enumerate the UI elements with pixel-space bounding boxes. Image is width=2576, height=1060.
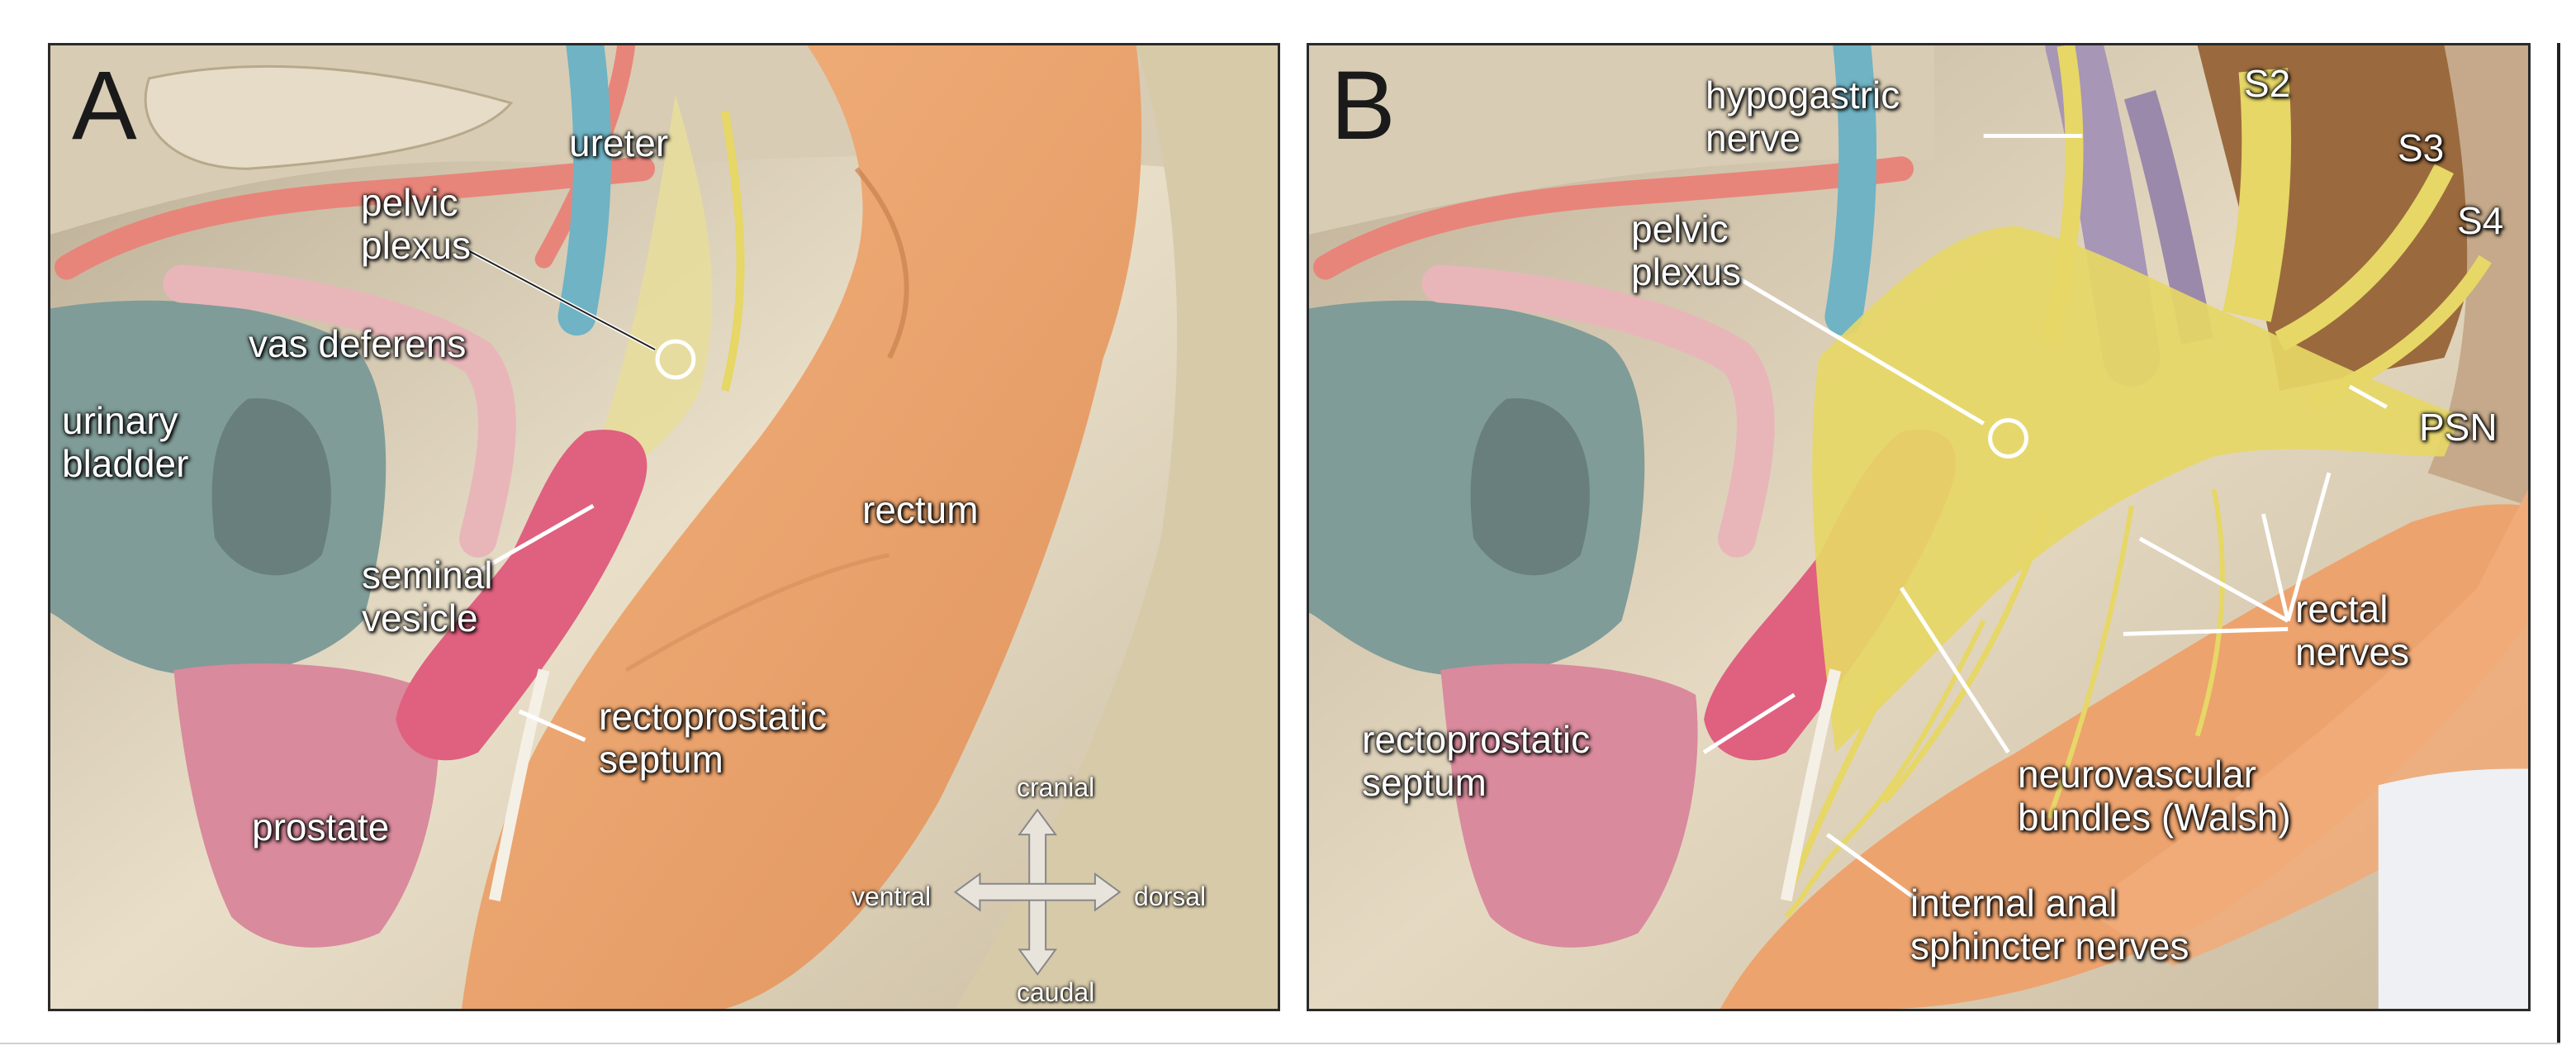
septum-edge [1780, 668, 1842, 902]
nerve-strand [1784, 620, 1986, 919]
rectum-fold [854, 167, 909, 359]
label-internal-anal-sphincter-nerves: internal anal sphincter nerves [1910, 882, 2189, 967]
label-rectoprostatic-septum: rectoprostatic septum [599, 695, 828, 781]
nerve-strand [720, 110, 745, 392]
nerve-strand [2223, 68, 2292, 322]
label-vas-deferens: vas deferens [249, 322, 467, 365]
figure-right-border [2557, 43, 2560, 1044]
ureter-vessel [1824, 45, 1877, 336]
pointer-septum [1702, 692, 1796, 754]
figure-bottom-border [0, 1043, 2560, 1044]
nerve-strand [2047, 505, 2134, 820]
bladder-cavity [1470, 398, 1590, 576]
pointer-rectal-2 [2261, 513, 2290, 621]
label-prostate: prostate [252, 806, 390, 848]
nerve-strand [2275, 164, 2454, 351]
pointer-rectal-3 [2285, 472, 2332, 622]
pointer-pelvic-plexus [1719, 265, 1985, 425]
orientation-cross [953, 808, 1122, 976]
vas-deferens-duct [1421, 264, 1775, 558]
plexus-marker [1988, 418, 2028, 459]
nerve-strand [2040, 45, 2084, 344]
intestine-left [144, 64, 514, 170]
plexus-marker [655, 339, 696, 380]
label-pelvic-plexus: pelvic plexus [1631, 207, 1741, 293]
label-seminal-vesicle: seminal vesicle [362, 554, 493, 639]
label-urinary-bladder: urinary bladder [62, 399, 189, 485]
panel-b-letter: B [1331, 51, 1396, 160]
panel-a-dissection-photo: A ureter pelvic plexus vas deferens urin… [48, 43, 1280, 1011]
orientation-cranial: cranial [1017, 772, 1095, 802]
label-rectal-nerves: rectal nerves [2295, 587, 2410, 673]
label-hypogastric-nerve: hypogastric nerve [1705, 74, 1900, 159]
pointer-rectal-1 [2138, 536, 2289, 623]
label-s3: S3 [2398, 126, 2445, 169]
label-s4: S4 [2457, 199, 2504, 242]
artery [1312, 156, 1914, 280]
pointer-septum [518, 709, 586, 742]
nerve-plexus [576, 94, 713, 506]
orientation-dorsal: dorsal [1134, 882, 1207, 911]
nerve-strand [2194, 488, 2225, 737]
rectum-shape [461, 45, 1142, 1009]
pointer-internal-anal [1825, 833, 1919, 902]
panel-a-anatomy-illustration [50, 45, 1278, 1009]
prostate-shape [173, 663, 439, 948]
nerve-plexus [1812, 226, 2461, 753]
pointer-seminal-vesicle [477, 503, 595, 573]
panel-a-letter: A [72, 51, 137, 160]
pointer-neurovascular [1899, 587, 2010, 753]
white-drape [2378, 768, 2528, 1009]
artery [54, 156, 656, 280]
nerve-strand [2309, 254, 2492, 406]
label-pelvic-plexus: pelvic plexus [361, 181, 471, 267]
orientation-caudal: caudal [1017, 977, 1095, 1007]
right-tissue [955, 45, 1278, 1009]
nerve-strand [1882, 505, 2052, 804]
rectum-shape [1720, 504, 2528, 1009]
vas-deferens-duct [163, 264, 516, 558]
panel-b-dissection-photo: B hypogastric nerve S2 S3 S4 pelvic plex… [1307, 43, 2531, 1011]
ureter-vessel [557, 45, 611, 336]
panel-b-anatomy-illustration [1309, 45, 2528, 1009]
pointer-rectal-4 [2123, 626, 2289, 636]
label-psn: PSN [2419, 406, 2498, 449]
pointer-psn [2348, 384, 2388, 409]
rectum-fold [624, 553, 890, 673]
orientation-ventral: ventral [852, 882, 932, 911]
prostate-shape [1440, 663, 1698, 948]
septum-edge [488, 668, 550, 902]
nerve-strand [1782, 685, 1888, 902]
label-rectum: rectum [862, 488, 979, 531]
label-ureter: ureter [569, 121, 669, 164]
label-s2: S2 [2244, 62, 2291, 105]
label-rectoprostatic-septum: rectoprostatic septum [1362, 718, 1591, 804]
bladder-cavity [211, 398, 331, 576]
pointer-pelvic-plexus [453, 241, 656, 350]
label-neurovascular-bundles: neurovascular bundles (Walsh) [2018, 753, 2291, 839]
upper-tissue [1309, 45, 1934, 235]
